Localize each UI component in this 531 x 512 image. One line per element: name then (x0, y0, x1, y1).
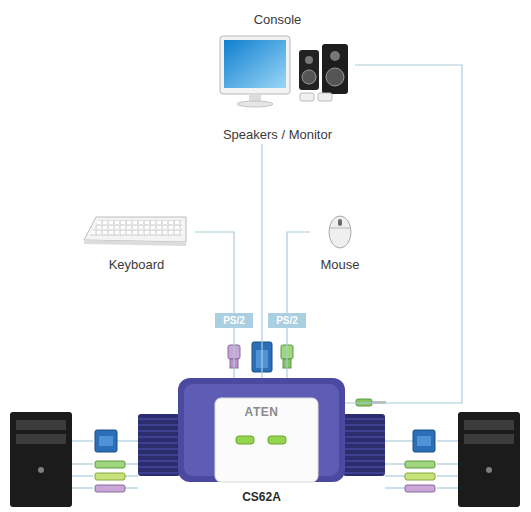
pc-tower (38, 467, 44, 473)
switch-body (236, 436, 254, 444)
speaker-icon (318, 93, 332, 101)
pc-tower (10, 412, 72, 507)
pc-plugs (95, 473, 125, 480)
cable-line (233, 328, 234, 378)
cable-line (286, 328, 287, 378)
pc-tower (464, 434, 514, 444)
speaker-icon (305, 56, 313, 64)
pc-cable (72, 441, 458, 488)
pc-cable (72, 440, 93, 441)
pc-tower (464, 420, 514, 430)
switch-body (138, 414, 180, 476)
keyboard-icon (84, 217, 186, 242)
monitor-icon (220, 36, 290, 94)
pc-tower (458, 412, 520, 507)
device-label: Keyboard (109, 257, 165, 272)
device-box: Keyboard (78, 208, 195, 274)
device-box: ConsoleSpeakers / Monitor (200, 4, 355, 144)
pc-plugs (405, 485, 435, 492)
cable-line (287, 232, 310, 313)
pc-tower (486, 467, 492, 473)
pc-cable (437, 440, 458, 441)
pc-cable (125, 475, 138, 476)
pc-plugs (413, 430, 435, 452)
pc-cable (437, 463, 458, 464)
switch-body (343, 414, 385, 476)
pc-plugs (95, 485, 125, 492)
pc-cable (385, 475, 405, 476)
pc-plugs (405, 461, 435, 468)
speaker-icon (322, 44, 348, 94)
caption-label: Speakers / Monitor (223, 127, 332, 142)
switch-body (178, 378, 345, 482)
pc-cable (385, 463, 405, 464)
pc-cable (72, 487, 93, 488)
pc-cable (385, 440, 413, 441)
pc-tower (458, 412, 520, 507)
pc-plugs (417, 436, 431, 446)
speaker-icon (330, 51, 340, 61)
device-label: Mouse (320, 257, 359, 272)
pc-tower (16, 420, 66, 430)
speaker-icon (300, 93, 314, 101)
brand-logo: ATEN (245, 405, 279, 420)
port-tag-box: PS/2 (215, 313, 253, 328)
keyboard-icon (90, 220, 182, 236)
pc-tower (16, 434, 66, 444)
keyboard-icon (84, 240, 186, 246)
speaker-icon (326, 68, 344, 86)
pc-cable (125, 463, 138, 464)
pc-plugs (99, 436, 113, 446)
pc-cable (117, 440, 138, 441)
monitor-icon (220, 36, 290, 107)
model-label: CS62A (242, 490, 281, 505)
mouse-icon (329, 216, 351, 248)
pc-cable (437, 475, 458, 476)
pc-plugs (95, 430, 117, 452)
mouse-icon (329, 228, 351, 229)
pc-plugs (405, 473, 435, 480)
pc-plugs (95, 430, 435, 492)
cable-line (195, 232, 234, 313)
switch-body (138, 378, 385, 482)
monitor-icon (224, 40, 286, 88)
switch-body (215, 398, 318, 482)
pc-tower (10, 412, 72, 507)
device-box: Mouse (310, 208, 370, 274)
pc-cable (437, 487, 458, 488)
speaker-icon (299, 50, 319, 90)
mouse-icon (329, 216, 351, 248)
cable-line (345, 65, 462, 403)
port-tag: PS/2 (223, 315, 245, 327)
keyboard-icon (84, 217, 186, 246)
port-tag-box: PS/2 (268, 313, 306, 328)
pc-cable (72, 475, 93, 476)
kvm-switch: ATEN CS62A (178, 378, 345, 505)
speaker-icon (302, 70, 316, 84)
switch-body (268, 436, 286, 444)
speaker-icon (299, 44, 348, 101)
port-tag: PS/2 (276, 315, 298, 327)
monitor-icon (237, 101, 273, 107)
mouse-icon (338, 219, 342, 226)
cable-line (261, 144, 262, 378)
pc-plugs (95, 461, 125, 468)
pc-cable (385, 487, 405, 488)
heading-label: Console (254, 12, 302, 27)
pc-cable (72, 463, 93, 464)
pc-cable (125, 487, 138, 488)
